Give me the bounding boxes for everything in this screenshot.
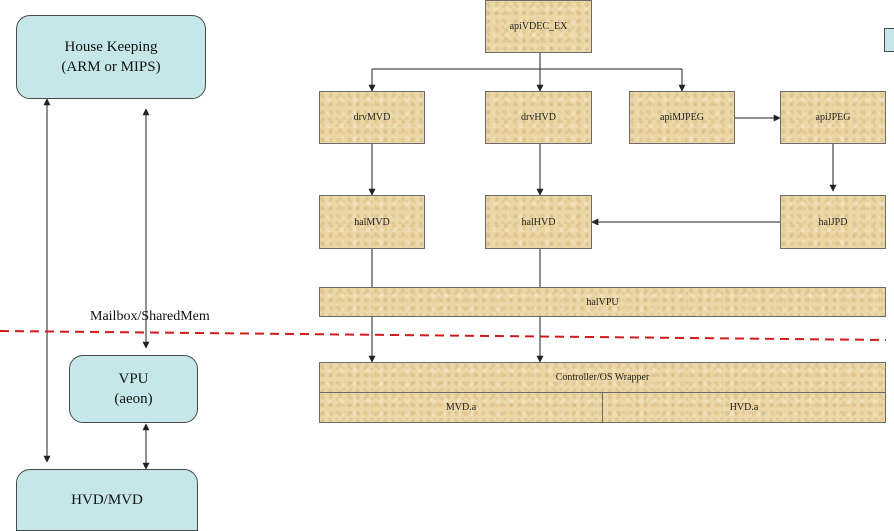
mailbox-sharedmem-label: Mailbox/SharedMem	[90, 309, 210, 324]
node-library-row: MVD.a HVD.a	[319, 392, 886, 423]
node-haljpd: halJPD	[780, 195, 886, 249]
vpu-box: VPU (aeon)	[69, 355, 198, 423]
node-haljpd-label: halJPD	[818, 216, 848, 228]
vpu-title: VPU	[118, 370, 149, 387]
vpu-subtitle: (aeon)	[114, 391, 153, 407]
node-drvhvd: drvHVD	[485, 91, 592, 144]
node-controller-os-wrapper: Controller/OS Wrapper	[319, 362, 886, 393]
node-mvd-a: MVD.a	[320, 393, 602, 422]
node-halhvd: halHVD	[485, 195, 592, 249]
mailbox-boundary-line	[0, 330, 887, 341]
node-halvpu-label: halVPU	[586, 296, 619, 308]
node-drvhvd-label: drvHVD	[521, 112, 556, 123]
hvd-mvd-label: HVD/MVD	[71, 491, 143, 508]
node-apijpeg: apiJPEG	[780, 91, 886, 144]
node-drvmvd-label: drvMVD	[353, 112, 391, 123]
node-apivdec-ex-label: apiVDEC_EX	[509, 21, 568, 32]
hvd-mvd-box: HVD/MVD	[16, 469, 198, 531]
node-halmvd-label: halMVD	[354, 216, 390, 228]
node-apivdec-ex: apiVDEC_EX	[485, 0, 592, 53]
offscreen-box-edge	[884, 28, 894, 52]
node-hvd-a: HVD.a	[602, 393, 885, 422]
housekeeping-subtitle: (ARM or MIPS)	[61, 59, 161, 75]
node-halmvd: halMVD	[319, 195, 425, 249]
housekeeping-title: House Keeping	[64, 38, 158, 55]
node-halhvd-label: halHVD	[521, 216, 556, 228]
node-apijpeg-label: apiJPEG	[815, 112, 851, 123]
housekeeping-box: House Keeping (ARM or MIPS)	[16, 15, 206, 99]
node-controller-label: Controller/OS Wrapper	[555, 372, 650, 383]
node-mvd-a-label: MVD.a	[445, 402, 477, 413]
node-apimjpeg-label: apiMJPEG	[660, 112, 704, 123]
node-drvmvd: drvMVD	[319, 91, 425, 144]
node-apimjpeg: apiMJPEG	[629, 91, 735, 144]
node-halvpu: halVPU	[319, 287, 886, 317]
node-hvd-a-label: HVD.a	[729, 402, 759, 413]
